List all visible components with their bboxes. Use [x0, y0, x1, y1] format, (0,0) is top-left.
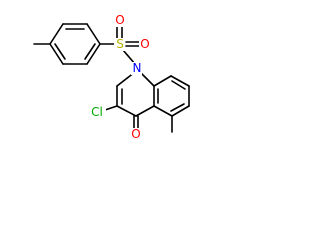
sulfur-atom: S	[114, 37, 125, 51]
bond-tolyl-3	[86, 23, 101, 45]
bond-tolyl-inner-2	[54, 43, 66, 60]
nitrogen-label: N	[133, 61, 142, 75]
nitrogen-atom: N	[131, 61, 142, 75]
bond-tolyl-6	[49, 43, 64, 65]
sulfonyl-oxygen-right-atom: O	[139, 37, 150, 51]
bond-c3-c4	[116, 105, 137, 117]
sulfonyl-oxygen-top-label: O	[115, 13, 124, 27]
bonds	[33, 23, 190, 133]
bond-tolyl-4	[86, 43, 101, 65]
bond-benzo-2	[170, 75, 190, 87]
bond-sulfur-nitrogen	[122, 49, 136, 65]
sulfonyl-oxygen-right-label: O	[140, 37, 149, 51]
bond-benzo-inner-1	[171, 80, 186, 90]
bond-c4-c4a	[135, 105, 155, 117]
bond-tolyl-1	[49, 23, 64, 45]
chlorine-label: Cl	[91, 105, 103, 119]
bond-benzo-1	[153, 75, 172, 87]
sulfur-label: S	[116, 37, 124, 51]
keto-oxygen-label: O	[131, 127, 140, 141]
bond-benzo-4	[171, 105, 190, 117]
bond-c3-chlorine	[104, 105, 118, 111]
bond-benzo-inner-3	[170, 103, 185, 112]
molecule-structure: N S O O Cl O	[33, 13, 190, 141]
bond-tolyl-inner-3	[84, 43, 96, 60]
bond-c8a-n	[139, 71, 155, 87]
chlorine-atom: Cl	[88, 105, 106, 119]
atom-labels: N S O O Cl O	[88, 13, 150, 141]
keto-oxygen-atom: O	[130, 127, 141, 141]
sulfonyl-oxygen-top-atom: O	[114, 13, 125, 27]
bond-benzo-5	[153, 105, 173, 117]
